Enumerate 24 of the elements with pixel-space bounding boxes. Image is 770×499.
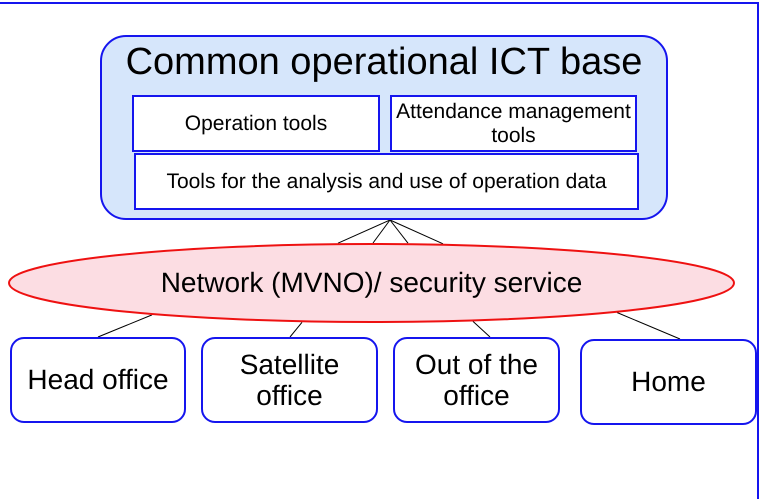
panel-title: Common operational ICT base xyxy=(126,40,642,84)
connector-line xyxy=(290,322,302,338)
location-box xyxy=(580,339,757,425)
connector-line xyxy=(472,320,490,338)
node-label: Network (MVNO)/ security service xyxy=(160,267,582,299)
location-box xyxy=(201,337,378,423)
node-label: Out of the office xyxy=(414,348,539,412)
connector-line xyxy=(372,220,390,244)
platform-panel xyxy=(100,35,668,220)
node-label: Home xyxy=(631,366,706,398)
connector-line xyxy=(616,312,680,340)
location-box xyxy=(393,337,560,423)
connector-line xyxy=(390,220,408,244)
connector-line xyxy=(390,220,444,244)
node-label: Operation tools xyxy=(184,112,328,136)
connector-line xyxy=(98,314,152,338)
tool-box xyxy=(134,153,639,210)
node-label: Attendance management tools xyxy=(395,100,632,148)
node-label: Head office xyxy=(27,364,169,396)
tool-box xyxy=(132,95,380,152)
node-label: Tools for the analysis and use of operation data xyxy=(166,170,607,194)
location-box xyxy=(10,337,186,423)
node-label: Satellite office xyxy=(238,348,340,412)
connector-line xyxy=(338,220,390,244)
